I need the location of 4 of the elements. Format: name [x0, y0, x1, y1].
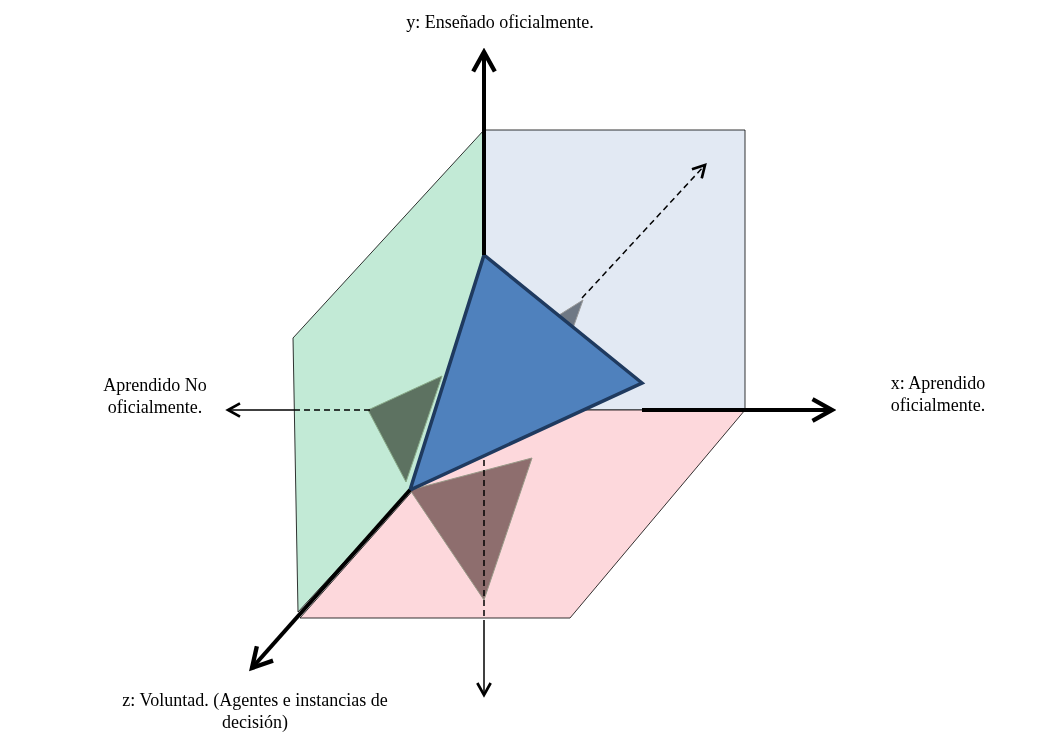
axis-label: y: Enseñado oficialmente. [405, 12, 595, 34]
axis-label: x: Aprendido oficialmente. [889, 373, 987, 417]
axis-label: Aprendido No oficialmente. [102, 375, 208, 419]
axis-label: z: Voluntad. (Agentes e instancias de decisión) [121, 690, 389, 734]
